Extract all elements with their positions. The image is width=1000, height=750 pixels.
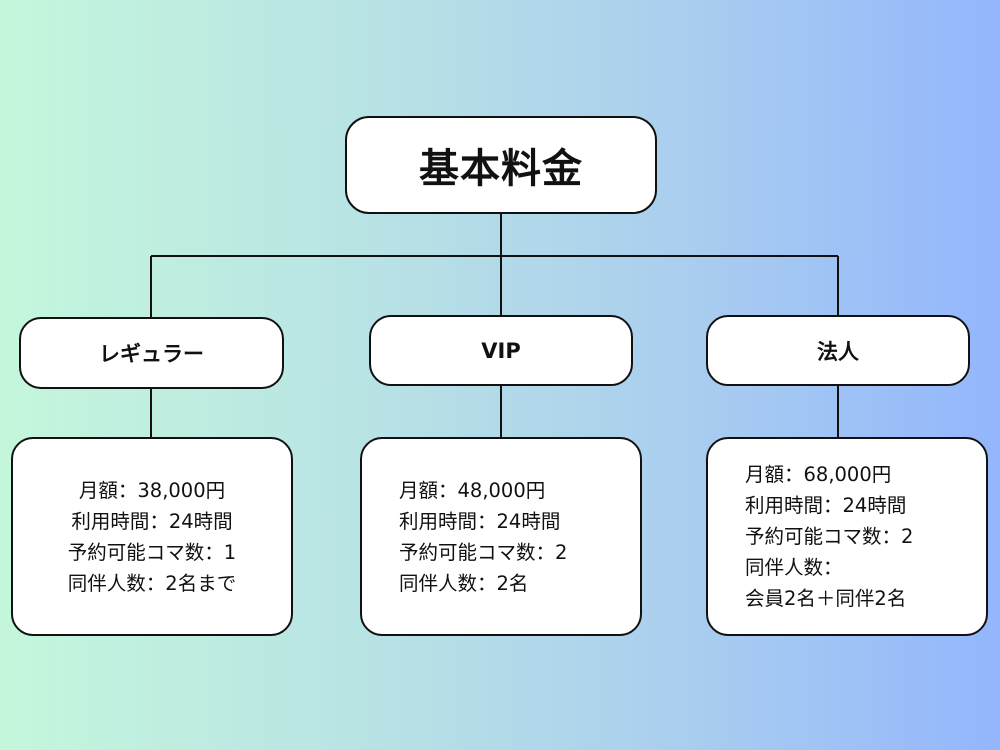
detail-companions: 同伴人数：: [745, 556, 843, 579]
detail-usage-time: 利用時間：24時間: [399, 509, 561, 533]
detail-companions: 同伴人数：2名: [399, 571, 529, 595]
detail-monthly-fee: 月額：68,000円: [745, 463, 892, 486]
plan-label-corporate: 法人: [817, 339, 859, 364]
plan-details-vip: 月額：48,000円 利用時間：24時間 予約可能コマ数：2 同伴人数：2名: [360, 437, 642, 636]
detail-companions-breakdown: 会員2名＋同伴2名: [745, 587, 907, 610]
plan-header-corporate: 法人: [706, 315, 970, 386]
plan-label-vip: VIP: [481, 338, 521, 363]
detail-reservation-slots: 予約可能コマ数：2: [745, 525, 914, 548]
plan-details-corporate: 月額：68,000円 利用時間：24時間 予約可能コマ数：2 同伴人数： 会員2…: [706, 437, 988, 636]
plan-header-regular: レギュラー: [19, 317, 284, 389]
detail-companions: 同伴人数：2名まで: [67, 571, 237, 595]
root-node-basic-fee: 基本料金: [345, 116, 657, 214]
detail-reservation-slots: 予約可能コマ数：1: [67, 540, 237, 564]
detail-usage-time: 利用時間：24時間: [745, 494, 907, 517]
detail-monthly-fee: 月額：38,000円: [78, 478, 226, 502]
plan-header-vip: VIP: [369, 315, 633, 386]
plan-details-regular: 月額：38,000円 利用時間：24時間 予約可能コマ数：1 同伴人数：2名まで: [11, 437, 293, 636]
root-label: 基本料金: [419, 146, 583, 192]
plan-label-regular: レギュラー: [99, 342, 204, 366]
detail-reservation-slots: 予約可能コマ数：2: [399, 540, 568, 564]
detail-usage-time: 利用時間：24時間: [71, 509, 233, 533]
detail-monthly-fee: 月額：48,000円: [399, 478, 546, 502]
